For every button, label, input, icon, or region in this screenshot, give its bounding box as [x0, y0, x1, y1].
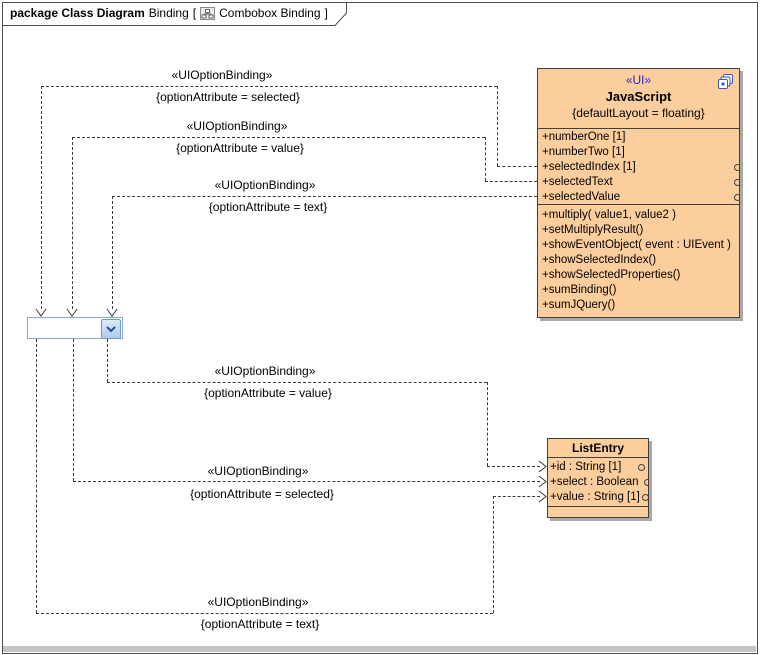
javascript-attributes-compartment: +numberOne [1] +numberTwo [1] +selectedI…: [538, 128, 739, 204]
connector-3-arrowhead-icon: [106, 308, 118, 317]
connector-2-segment[interactable]: [72, 137, 485, 138]
attribute-value[interactable]: +value : String [1]: [548, 490, 648, 505]
bottom-bar: [3, 646, 756, 652]
listentry-attributes-compartment: +id : String [1] +select : Boolean +valu…: [548, 457, 648, 506]
connector-5-segment[interactable]: [73, 339, 74, 481]
frame-kind-label: package Class Diagram: [10, 6, 145, 20]
class-stereotype: «UI»: [625, 73, 652, 87]
combobox[interactable]: [27, 317, 123, 339]
operation-setMultiplyResult[interactable]: +setMultiplyResult(): [542, 224, 644, 236]
connector-1-segment[interactable]: [41, 86, 497, 87]
port-circle: [642, 494, 648, 501]
connector-1-segment[interactable]: [41, 86, 42, 309]
connector-4-segment[interactable]: [487, 466, 540, 467]
attribute-selectedValue[interactable]: +selectedValue: [538, 190, 739, 204]
connector-4-segment[interactable]: [487, 382, 488, 466]
combobox-dropdown-button[interactable]: [101, 319, 121, 339]
frame-context-label: Binding: [148, 6, 189, 20]
javascript-class[interactable]: «UI» JavaScript {defaultLayout = floatin…: [537, 68, 740, 318]
connector-1-constraint[interactable]: {optionAttribute = selected}: [156, 90, 300, 104]
port-circle: [638, 464, 645, 471]
port-circle: [734, 164, 739, 171]
class-diagram-icon: [200, 6, 216, 20]
connector-2-segment[interactable]: [485, 181, 537, 182]
connector-6-stereotype[interactable]: «UIOptionBinding»: [207, 595, 309, 609]
chevron-down-icon: [106, 325, 116, 332]
connector-4-arrowhead-icon: [538, 460, 547, 473]
operation-showEventObject[interactable]: +showEventObject( event : UIEvent ): [542, 239, 731, 251]
connector-6-segment[interactable]: [36, 339, 37, 613]
connector-6-arrowhead-icon: [538, 490, 547, 503]
connector-1-segment[interactable]: [497, 166, 537, 167]
port-circle: [644, 479, 648, 486]
copy-icon: [718, 74, 733, 89]
operation-multiply[interactable]: +multiply( value1, value2 ): [542, 209, 676, 221]
frame-bracket-open: [: [192, 6, 197, 20]
class-name: ListEntry: [571, 441, 624, 455]
connector-2-segment[interactable]: [72, 137, 73, 309]
connector-1-segment[interactable]: [497, 86, 498, 166]
listentry-operations-compartment: [548, 506, 648, 515]
frame-diagram-name: Combobox Binding: [219, 6, 321, 20]
connector-6-constraint[interactable]: {optionAttribute = text}: [200, 617, 320, 631]
connector-6-segment[interactable]: [493, 496, 494, 613]
connector-5-arrowhead-icon: [538, 475, 547, 488]
operation-sumBinding[interactable]: +sumBinding(): [542, 284, 617, 296]
attribute-selectedText[interactable]: +selectedText: [538, 175, 739, 190]
connector-4-constraint[interactable]: {optionAttribute = value}: [204, 386, 332, 400]
attribute-numberTwo[interactable]: +numberTwo [1]: [542, 146, 625, 158]
connector-4-segment[interactable]: [107, 382, 487, 383]
connector-3-stereotype[interactable]: «UIOptionBinding»: [214, 178, 316, 192]
connector-4-segment[interactable]: [107, 339, 108, 382]
listentry-class-header[interactable]: ListEntry: [548, 439, 648, 457]
attribute-numberOne[interactable]: +numberOne [1]: [542, 131, 626, 143]
attribute-select[interactable]: +select : Boolean: [548, 475, 648, 490]
port-circle: [734, 179, 739, 186]
connector-2-constraint[interactable]: {optionAttribute = value}: [176, 141, 304, 155]
javascript-operations-compartment: +multiply( value1, value2 ) +setMultiply…: [538, 204, 739, 316]
connector-6-segment[interactable]: [493, 496, 540, 497]
connector-5-stereotype[interactable]: «UIOptionBinding»: [207, 464, 309, 478]
connector-3-segment[interactable]: [112, 196, 537, 197]
javascript-class-header[interactable]: «UI» JavaScript {defaultLayout = floatin…: [538, 69, 739, 128]
class-name: JavaScript: [605, 89, 672, 104]
class-constraint: {defaultLayout = floating}: [572, 106, 705, 120]
frame-tab-title: package Class Diagram Binding [ Combobox…: [10, 6, 328, 20]
operation-showSelectedProperties[interactable]: +showSelectedProperties(): [542, 269, 681, 281]
connector-5-segment[interactable]: [73, 481, 540, 482]
operation-sumJQuery[interactable]: +sumJQuery(): [542, 299, 616, 311]
port-circle: [734, 194, 739, 201]
frame-tab[interactable]: [2, 2, 352, 27]
connector-3-constraint[interactable]: {optionAttribute = text}: [208, 200, 328, 214]
connector-6-segment[interactable]: [36, 613, 493, 614]
connector-3-segment[interactable]: [112, 196, 113, 309]
attribute-id[interactable]: +id : String [1]: [548, 460, 648, 475]
attribute-selectedIndex[interactable]: +selectedIndex [1]: [538, 160, 739, 175]
connector-2-segment[interactable]: [485, 137, 486, 181]
connector-2-arrowhead-icon: [66, 308, 78, 317]
listentry-class[interactable]: ListEntry +id : String [1] +select : Boo…: [547, 438, 649, 518]
connector-4-stereotype[interactable]: «UIOptionBinding»: [214, 364, 316, 378]
connector-1-stereotype[interactable]: «UIOptionBinding»: [171, 68, 273, 82]
frame-bracket-close: ]: [324, 6, 328, 20]
connector-2-stereotype[interactable]: «UIOptionBinding»: [186, 119, 288, 133]
connector-1-arrowhead-icon: [35, 308, 47, 317]
operation-showSelectedIndex[interactable]: +showSelectedIndex(): [542, 254, 657, 266]
connector-5-constraint[interactable]: {optionAttribute = selected}: [190, 487, 334, 501]
